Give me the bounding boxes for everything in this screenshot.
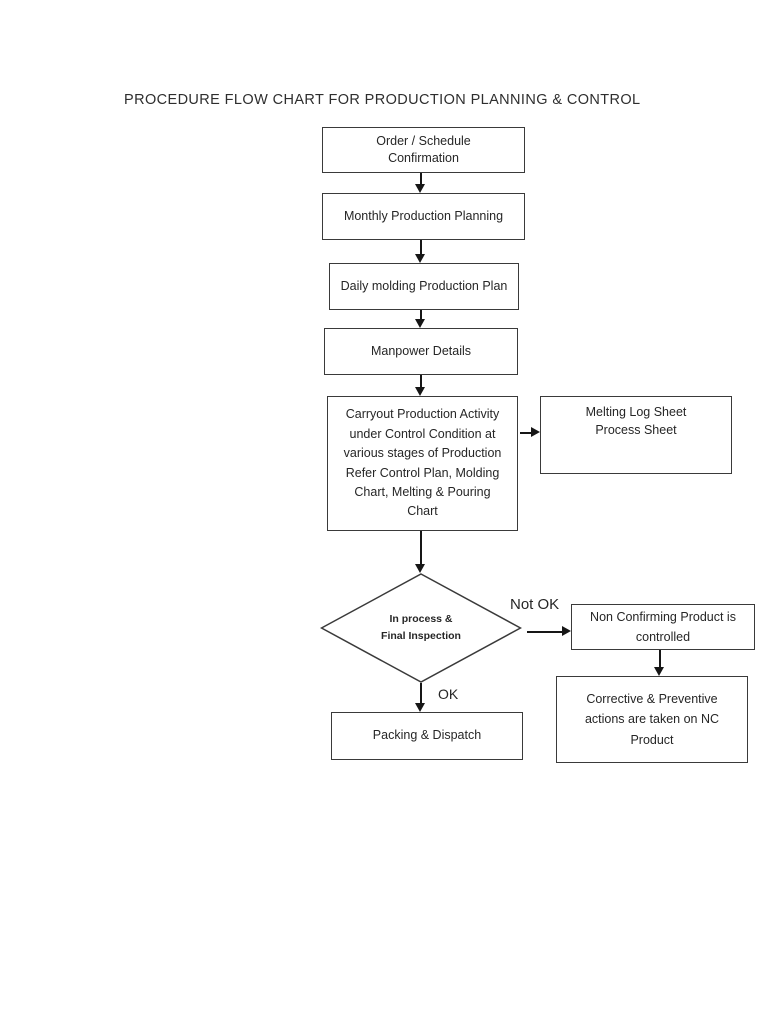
decision-diamond-shape (320, 573, 522, 683)
connector-daily-to-manpower-line (420, 310, 422, 320)
page-title: PROCEDURE FLOW CHART FOR PRODUCTION PLAN… (124, 92, 641, 108)
flow-node-order-schedule-confirmation: Order / Schedule Confirmation (322, 127, 525, 173)
arrow-down-icon (654, 667, 664, 676)
arrow-down-icon (415, 319, 425, 328)
connector-carryout-to-melting-line (520, 432, 532, 434)
branch-label-ok: OK (438, 686, 459, 702)
arrow-down-icon (415, 564, 425, 573)
connector-order-to-monthly-line (420, 173, 422, 185)
connector-inspection-to-packing-line (420, 683, 422, 704)
connector-nonconf-to-corrective-line (659, 650, 661, 668)
connector-carryout-to-inspection-line (420, 531, 422, 565)
flow-node-non-confirming-product: Non Confirming Product is controlled (571, 604, 755, 650)
flow-node-daily-molding-production-plan: Daily molding Production Plan (329, 263, 519, 310)
arrow-down-icon (415, 703, 425, 712)
flow-node-corrective-preventive-actions: Corrective & Preventive actions are take… (556, 676, 748, 763)
connector-manpower-to-carryout-line (420, 375, 422, 388)
arrow-down-icon (415, 184, 425, 193)
decision-diamond-inspection: In process & Final Inspection (320, 573, 522, 683)
arrow-right-icon (562, 626, 571, 636)
flow-node-melting-log-sheet: Melting Log Sheet Process Sheet (540, 396, 732, 474)
arrow-down-icon (415, 254, 425, 263)
flow-node-manpower-details: Manpower Details (324, 328, 518, 375)
connector-inspection-to-nonconf-line (527, 631, 563, 633)
flow-node-carryout-production-activity: Carryout Production Activity under Contr… (327, 396, 518, 531)
arrow-right-icon (531, 427, 540, 437)
decision-diamond-label: In process & Final Inspection (381, 613, 461, 642)
arrow-down-icon (415, 387, 425, 396)
flow-node-packing-dispatch: Packing & Dispatch (331, 712, 523, 760)
flow-node-monthly-production-planning: Monthly Production Planning (322, 193, 525, 240)
branch-label-not-ok: Not OK (510, 596, 560, 613)
connector-monthly-to-daily-line (420, 240, 422, 255)
